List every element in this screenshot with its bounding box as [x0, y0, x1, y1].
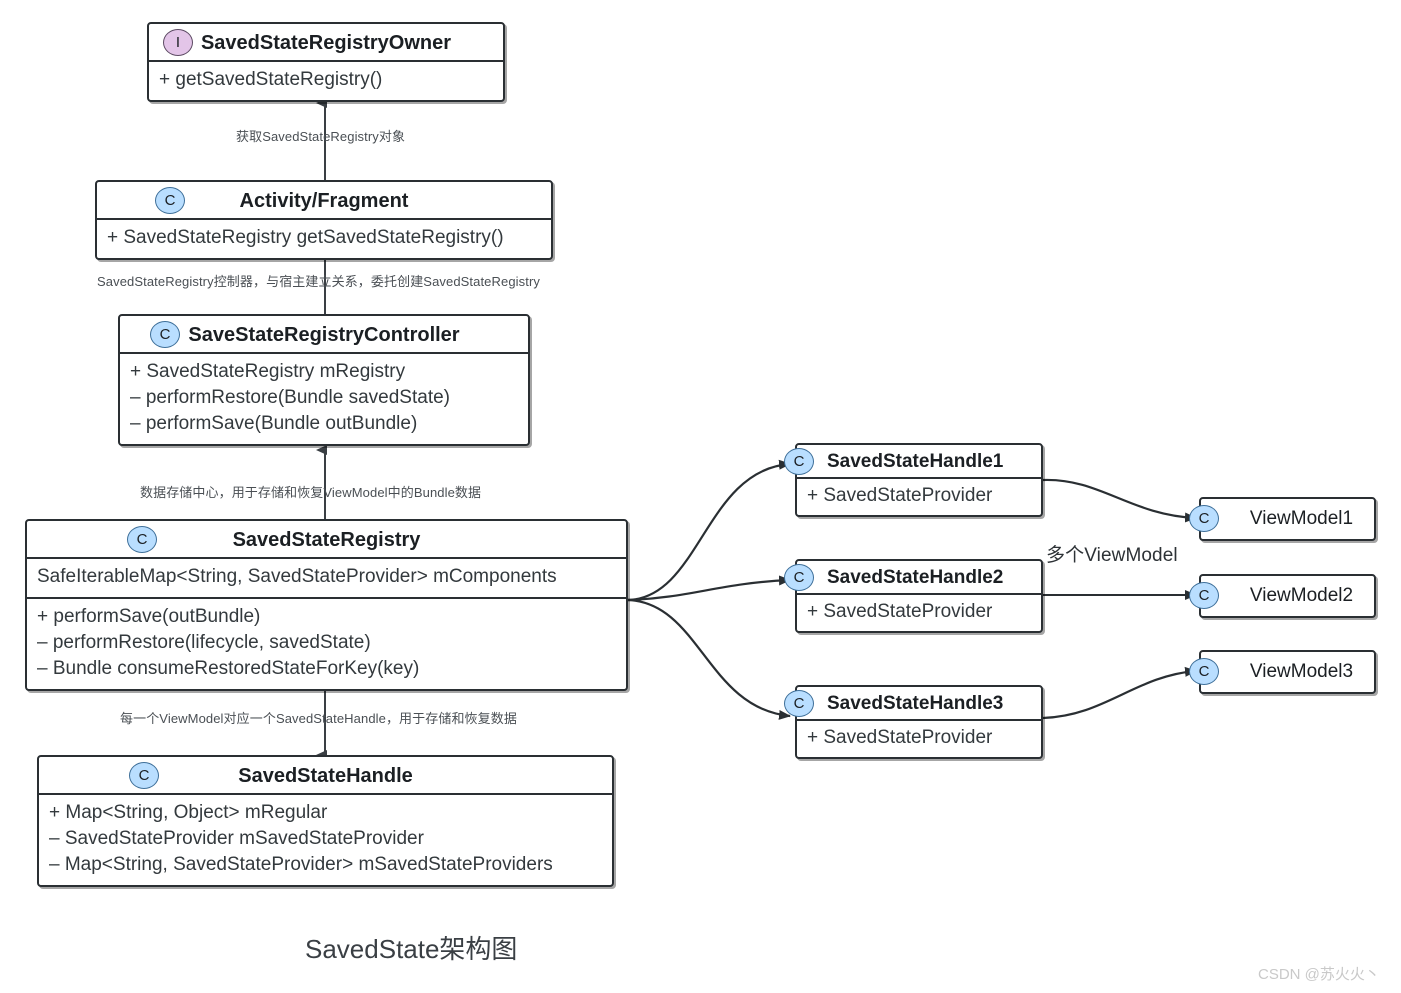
class-box-viewmodel2[interactable]: C ViewModel2: [1189, 574, 1376, 618]
class-title: ViewModel2: [1249, 585, 1354, 606]
method-row: – Bundle consumeRestoredStateForKey(key): [37, 658, 420, 679]
class-title-row: C SavedStateHandle: [39, 757, 612, 795]
interface-badge-icon: I: [163, 29, 193, 56]
class-title: SavedStateRegistry: [232, 529, 421, 551]
class-title-row: C ViewModel2: [1189, 576, 1374, 616]
edge-label-controller-registry: 数据存储中心，用于存储和恢复ViewModel中的Bundle数据: [140, 485, 482, 500]
class-methods: + SavedStateRegistry getSavedStateRegist…: [97, 220, 551, 258]
class-title-row: C SavedStateHandle1: [784, 445, 1041, 479]
class-box-savedstateregistry[interactable]: C SavedStateRegistry SafeIterableMap<Str…: [25, 519, 628, 691]
class-methods: + getSavedStateRegistry(): [149, 62, 503, 100]
method-row: + SavedStateRegistry getSavedStateRegist…: [107, 227, 504, 248]
class-title-row: C Activity/Fragment: [97, 182, 551, 220]
class-title: Activity/Fragment: [239, 190, 409, 212]
method-row: + Map<String, Object> mRegular: [49, 802, 328, 823]
class-badge-icon: C: [129, 762, 159, 789]
class-badge-icon: C: [150, 321, 180, 348]
method-row: + SavedStateRegistry mRegistry: [130, 361, 406, 382]
class-title: SaveStateRegistryController: [188, 324, 460, 346]
class-box-savedstateregistryowner[interactable]: I SavedStateRegistryOwner + getSavedStat…: [147, 22, 505, 102]
class-methods: + SavedStateProvider: [797, 595, 1041, 631]
class-box-savedstatehandle3[interactable]: C SavedStateHandle3 + SavedStateProvider: [784, 685, 1043, 759]
method-row: – performRestore(Bundle savedState): [130, 387, 450, 408]
class-title-row: C SavedStateRegistry: [27, 521, 626, 559]
method-row: + SavedStateProvider: [807, 727, 993, 748]
class-box-viewmodel3[interactable]: C ViewModel3: [1189, 650, 1376, 694]
class-title-row: C ViewModel3: [1189, 652, 1374, 692]
class-title: ViewModel3: [1249, 661, 1354, 682]
class-box-activity-fragment[interactable]: C Activity/Fragment + SavedStateRegistry…: [95, 180, 553, 260]
class-methods: + SavedStateProvider: [797, 479, 1041, 515]
class-box-savestateregistrycontroller[interactable]: C SaveStateRegistryController + SavedSta…: [118, 314, 530, 446]
class-badge-icon: C: [784, 564, 814, 591]
class-badge-icon: C: [1189, 582, 1219, 609]
method-row: + SavedStateProvider: [807, 601, 993, 622]
edge-label-owner-activity: 获取SavedStateRegistry对象: [236, 129, 406, 144]
attribute-row: SafeIterableMap<String, SavedStateProvid…: [37, 566, 557, 587]
method-row: – performSave(Bundle outBundle): [130, 413, 418, 434]
class-title: ViewModel1: [1249, 508, 1354, 529]
edge-handle1-to-viewmodel1: [1042, 478, 1197, 523]
method-row: – performRestore(lifecycle, savedState): [37, 632, 371, 653]
class-badge-icon: C: [127, 526, 157, 553]
class-box-savedstatehandle[interactable]: C SavedStateHandle + Map<String, Object>…: [37, 755, 614, 887]
class-badge-icon: C: [1189, 505, 1219, 532]
class-title: SavedStateHandle1: [827, 451, 1004, 472]
class-box-savedstatehandle2[interactable]: C SavedStateHandle2 + SavedStateProvider: [784, 559, 1043, 633]
method-row: + SavedStateProvider: [807, 485, 993, 506]
edge-registry-to-handle3: [627, 598, 791, 720]
class-badge-icon: C: [1189, 658, 1219, 685]
diagram-caption: SavedState架构图: [305, 934, 518, 964]
class-title: SavedStateHandle: [238, 765, 413, 787]
class-box-savedstatehandle1[interactable]: C SavedStateHandle1 + SavedStateProvider: [784, 443, 1043, 517]
class-attributes: SafeIterableMap<String, SavedStateProvid…: [27, 559, 626, 599]
edge-registry-to-handle2: [627, 575, 791, 602]
class-title-row: I SavedStateRegistryOwner: [149, 24, 503, 62]
class-badge-icon: C: [155, 187, 185, 214]
class-box-viewmodel1[interactable]: C ViewModel1: [1189, 497, 1376, 541]
class-methods: + SavedStateProvider: [797, 721, 1041, 757]
watermark: CSDN @苏火火丶: [1258, 966, 1380, 983]
class-title-row: C SavedStateHandle2: [784, 561, 1041, 595]
method-row: – SavedStateProvider mSavedStateProvider: [49, 828, 424, 849]
class-badge-icon: C: [784, 448, 814, 475]
class-badge-icon: C: [784, 690, 814, 717]
class-title: SavedStateHandle2: [827, 567, 1004, 588]
class-title-row: C SaveStateRegistryController: [120, 316, 528, 354]
class-title: SavedStateHandle3: [827, 693, 1004, 714]
class-methods: + performSave(outBundle) – performRestor…: [27, 599, 626, 689]
class-methods: + SavedStateRegistry mRegistry – perform…: [120, 354, 528, 444]
class-title: SavedStateRegistryOwner: [200, 32, 452, 54]
edge-handle3-to-viewmodel3: [1042, 666, 1197, 720]
method-row: + performSave(outBundle): [37, 606, 261, 627]
edge-label-handles-viewmodels: 多个ViewModel: [1046, 545, 1178, 566]
method-row: + getSavedStateRegistry(): [159, 69, 383, 90]
edge-registry-to-handle1: [627, 459, 791, 602]
class-title-row: C ViewModel1: [1189, 499, 1374, 539]
edge-label-activity-controller: SavedStateRegistry控制器，与宿主建立关系，委托创建SavedS…: [97, 274, 540, 289]
edge-label-registry-handle: 每一个ViewModel对应一个SavedStateHandle，用于存储和恢复…: [120, 711, 517, 726]
class-title-row: C SavedStateHandle3: [784, 687, 1041, 721]
method-row: – Map<String, SavedStateProvider> mSaved…: [49, 854, 553, 875]
class-methods: + Map<String, Object> mRegular – SavedSt…: [39, 795, 612, 885]
